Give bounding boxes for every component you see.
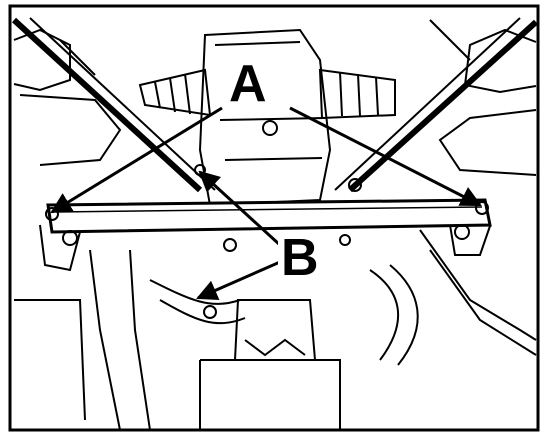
arrow-a-left (50, 106, 223, 214)
callout-label-a: A (226, 58, 270, 110)
arrow-b-lower (196, 260, 281, 301)
background-linework (11, 17, 539, 431)
arrow-b-upper (198, 170, 282, 247)
callout-label-b: B (278, 232, 322, 284)
crossmember-bar (39, 198, 492, 272)
arrow-a-right (289, 106, 482, 207)
callout-arrows (50, 106, 482, 301)
